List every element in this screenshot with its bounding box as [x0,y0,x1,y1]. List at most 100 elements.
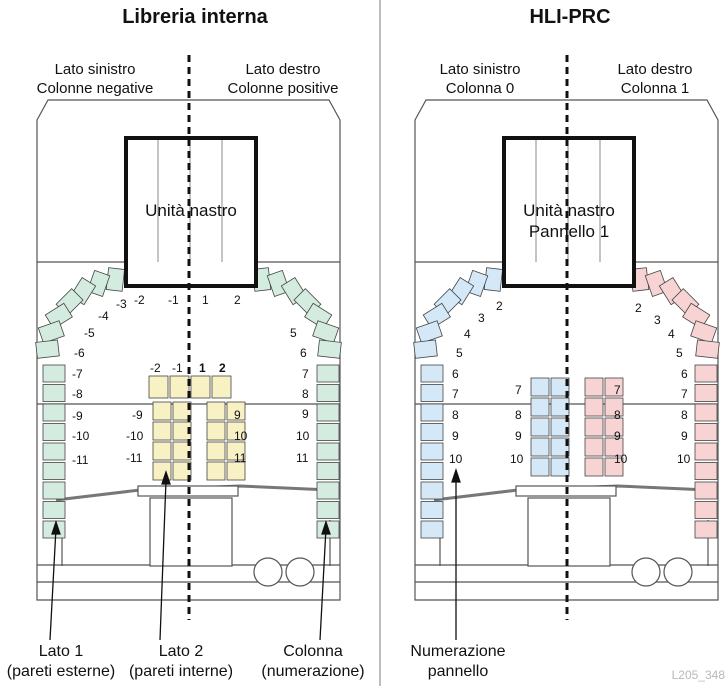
left-inner-left-label: -9 [132,408,143,422]
left-inner-top-label: 2 [219,361,226,375]
left-outer-left-label: -10 [72,429,90,443]
cartridge-slot [694,423,718,441]
cartridge-slot [530,417,550,437]
column-callout-label: Colonna (numerazione) [261,643,365,680]
cartridge-slot [550,377,570,397]
right-inner-left-label: 8 [515,408,522,422]
cartridge-slot [530,437,550,457]
right-arch-right-label: 4 [668,327,675,341]
left-outer-right-label: 8 [302,387,309,401]
right-inner-right-label: 10 [614,452,628,466]
cartridge-slot [42,384,66,402]
cartridge-slot [35,339,60,359]
left-inner-right-label: 10 [234,429,248,443]
cartridge-slot [550,417,570,437]
cartridge-slot [682,302,711,330]
left-outer-right-label: 11 [296,451,309,465]
cartridge-slot [550,397,570,417]
figure-id: L205_348 [671,668,725,682]
cartridge-slot [415,320,443,344]
cartridge-slot [420,462,444,480]
cartridge-slot [169,375,190,399]
callout-arrows [49,467,461,641]
right-arch-left-label: 2 [496,299,503,313]
cartridge-slot [694,462,718,480]
cartridge-slot [42,442,66,461]
cartridge-slot [316,501,340,519]
right-arch-left-label: 5 [456,346,463,360]
right-outer-left-label: 7 [452,387,459,401]
right-outer-left-label: 6 [452,367,459,381]
right-inner-right-label: 9 [614,429,621,443]
cartridge-slot [694,481,718,500]
cartridge-slot [105,267,126,292]
cartridge-slot [152,401,172,421]
right-inner-walls [530,377,624,477]
left-arch-left-label: -6 [74,346,85,360]
cartridge-slot [316,442,340,461]
cartridge-slot [206,441,226,461]
cartridge-slot [420,501,444,519]
cartridge-slot [206,461,226,481]
cartridge-slot [226,441,246,461]
right-panel-right-side-label: Lato destro Colonna 1 [617,61,693,97]
left-col-label: 2 [234,293,241,307]
right-outer-right-label: 9 [681,429,688,443]
left-col-label: -1 [168,293,179,307]
cartridge-slot [483,267,504,292]
left-inner-right-label: 11 [234,451,247,465]
right-outer-right-label: 6 [681,367,688,381]
right-outer-left-label: 10 [449,452,463,466]
right-outer-right-label: 7 [681,387,688,401]
cartridge-slot [42,364,66,383]
left-outer-right-label: 10 [296,429,310,443]
cartridge-slot [584,457,604,477]
right-arch-left-label: 3 [478,311,485,325]
left-outer-left-label: -11 [72,453,89,467]
cartridge-slot [584,417,604,437]
cartridge-slot [226,421,246,441]
right-arch-right-label: 3 [654,313,661,327]
left-inner-top-label: -2 [150,361,161,375]
left-inner-top-label: 1 [199,361,206,375]
cartridge-slot [584,437,604,457]
left-panel-left-side-label: Lato sinistro Colonne negative [36,61,154,97]
cartridge-slot [226,461,246,481]
left-inner-left-label: -10 [126,429,144,443]
left-col-label: 1 [202,293,209,307]
cartridge-slot [694,384,718,402]
left-arch-left-label: -5 [84,326,95,340]
cartridge-slot [604,377,624,397]
cartridge-slot [317,339,342,359]
cartridge-slot [206,421,226,441]
cartridge-slot [42,423,66,441]
cartridge-slot [530,457,550,477]
cartridge-slot [530,377,550,397]
cartridge-slot [172,441,192,461]
left-panel-title: Libreria interna [122,6,268,28]
cartridge-slot [312,320,340,344]
right-inner-left-label: 9 [515,429,522,443]
cartridge-slot [550,437,570,457]
right-arch-left-label: 4 [464,327,471,341]
right-inner-left-label: 7 [515,383,522,397]
cartridge-slot [206,401,226,421]
side1-callout-label: Lato 1 (pareti esterne) [6,643,116,680]
cartridge-slot [604,397,624,417]
cartridge-slot [172,421,192,441]
cartridge-slot [420,423,444,441]
cartridge-slot [694,403,718,422]
cartridge-slot [413,339,438,359]
cartridge-slot [316,423,340,441]
cartridge-slot [190,375,211,399]
cartridge-slot [420,384,444,402]
left-col-label: -2 [134,293,145,307]
right-arch-right-label: 2 [635,301,642,315]
right-inner-left-label: 10 [510,452,524,466]
left-arch-left-label: -4 [98,309,109,323]
cartridge-slot [304,302,333,330]
cartridge-slot [530,397,550,417]
cartridge-slot [694,501,718,519]
cartridge-slot [584,397,604,417]
